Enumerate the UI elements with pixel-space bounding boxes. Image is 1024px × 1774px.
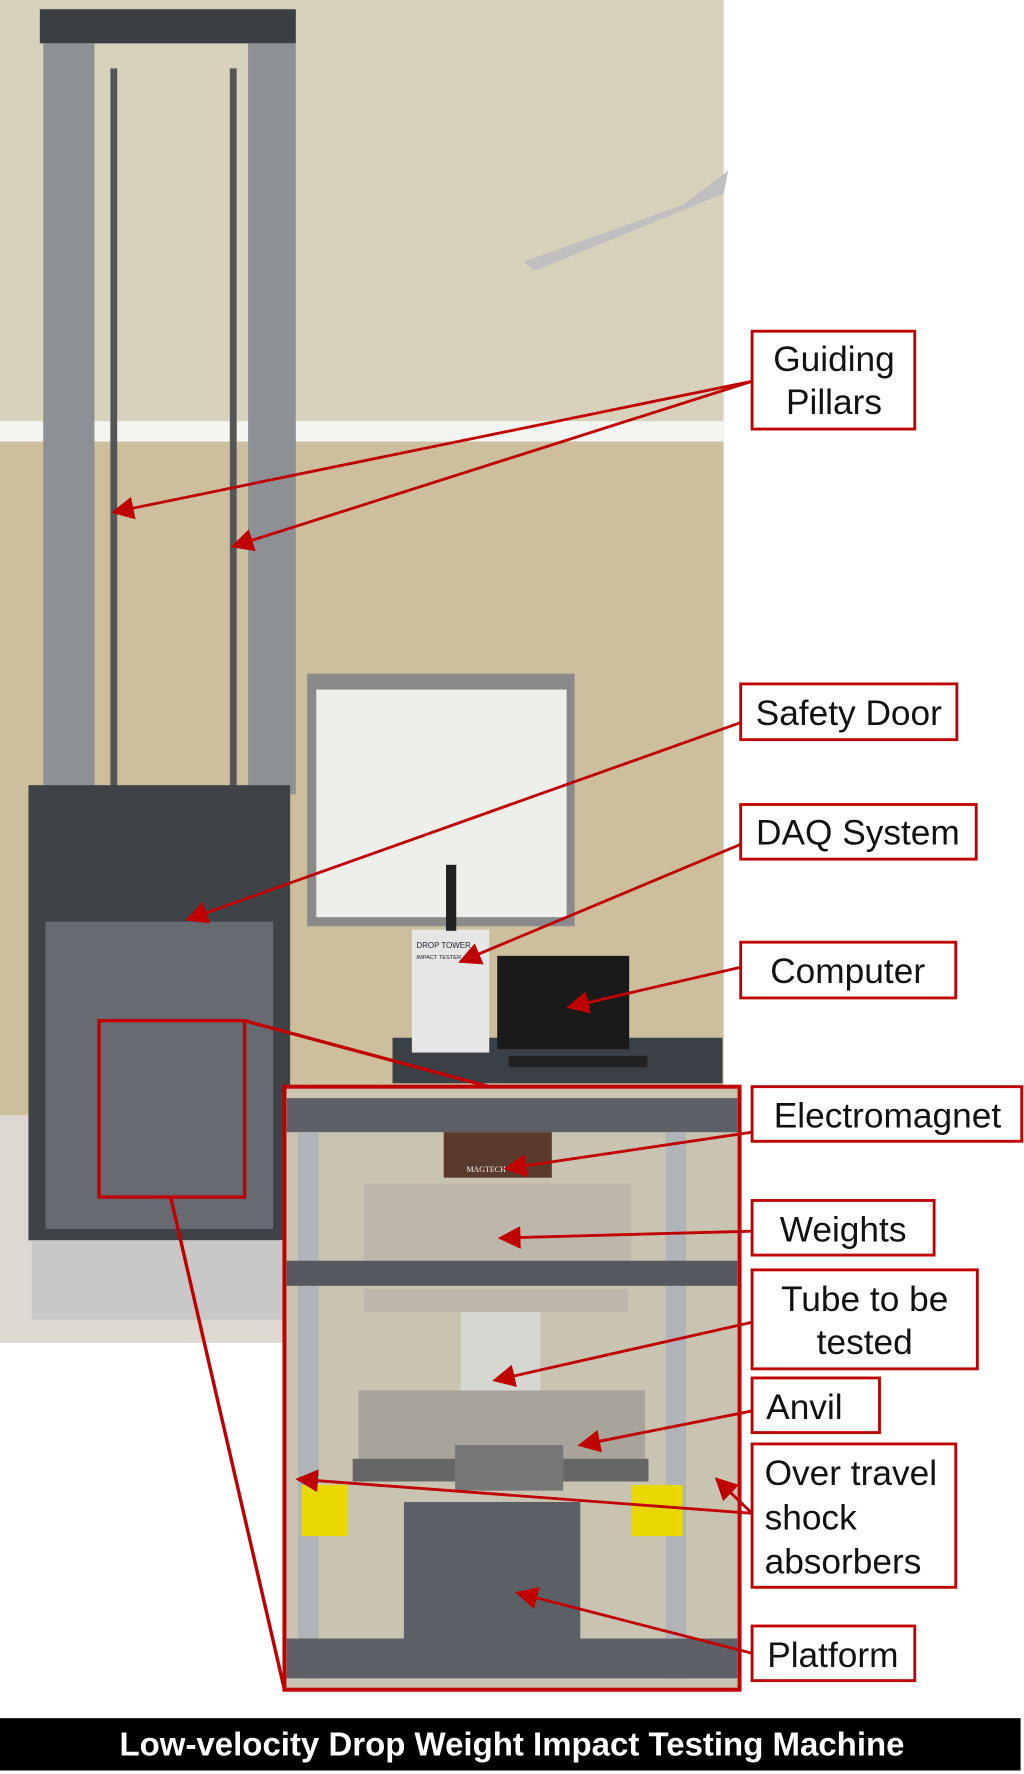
label-electromagnet-box — [750, 1085, 1024, 1143]
caption-bar — [0, 1718, 1021, 1771]
zoom-connector-bottom — [169, 1196, 287, 1691]
zoom-connector-top — [244, 1019, 490, 1089]
magnet-label: MAGTECH — [466, 1165, 506, 1174]
label-guiding: Guiding — [773, 340, 895, 379]
label-shock-box — [750, 1442, 958, 1589]
label-electromagnet: Electromagnet — [774, 1097, 1002, 1136]
label-safety-door: Safety Door — [756, 694, 942, 733]
daq-panel-sublabel: IMPACT TESTER — [416, 955, 461, 961]
label-platform: Platform — [767, 1636, 898, 1675]
daq-panel-label: DROP TOWER — [416, 941, 471, 950]
label-guiding-pillars-box — [750, 329, 917, 431]
label-weights: Weights — [780, 1210, 907, 1249]
window — [316, 689, 567, 918]
label-tube-2: tested — [817, 1323, 913, 1362]
label-shock-3: absorbers — [765, 1543, 922, 1582]
label-safety-door-box — [739, 682, 959, 742]
computer-monitor — [497, 955, 630, 1050]
label-computer: Computer — [770, 952, 925, 991]
label-shock-2: shock — [765, 1498, 857, 1537]
label-computer-box — [739, 940, 958, 1000]
label-daq-system: DAQ System — [756, 813, 960, 852]
electromagnet-photo — [443, 1132, 552, 1178]
label-daq-box — [739, 803, 978, 861]
caption: Low-velocity Drop Weight Impact Testing … — [120, 1726, 905, 1763]
label-platform-box — [750, 1624, 917, 1683]
label-anvil: Anvil — [766, 1388, 842, 1427]
inset-photo: MAGTECH — [282, 1084, 742, 1692]
label-pillars: Pillars — [786, 383, 882, 422]
label-shock-1: Over travel — [765, 1454, 937, 1493]
inset-border — [282, 1084, 742, 1692]
label-weights-box — [750, 1199, 936, 1257]
label-tube-1: Tube to be — [781, 1280, 948, 1319]
ceiling-fan — [523, 170, 729, 271]
annotation-arrows — [110, 379, 754, 1655]
label-anvil-box — [750, 1376, 881, 1434]
label-tube-box — [750, 1268, 979, 1371]
